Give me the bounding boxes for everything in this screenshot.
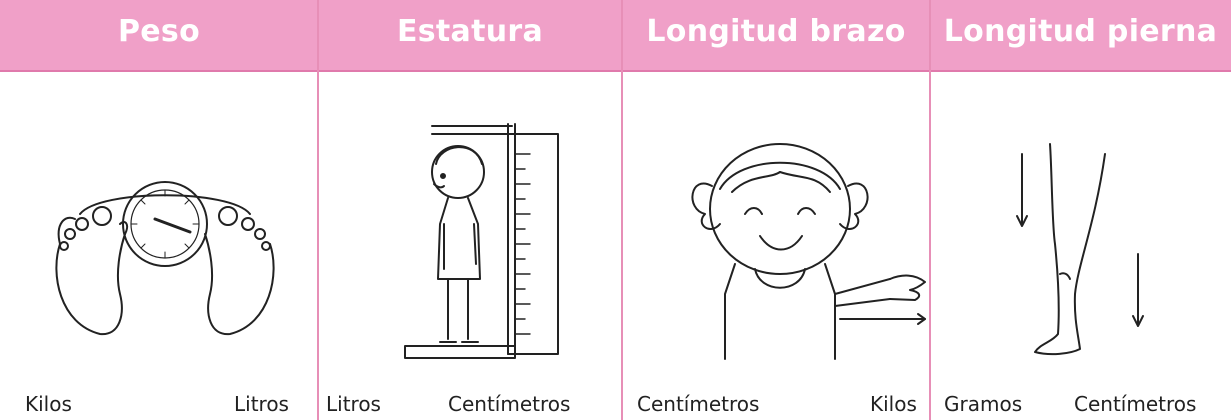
header-longitud-brazo: Longitud brazo <box>646 13 906 49</box>
option-litros[interactable]: Litros <box>326 392 381 416</box>
leg-length-illustration <box>980 74 1200 374</box>
header-peso: Peso <box>117 13 200 49</box>
option-kilos[interactable]: Kilos <box>870 392 917 416</box>
header-longitud-pierna: Longitud pierna <box>943 13 1218 49</box>
girl-arm-length-illustration <box>640 74 930 374</box>
option-gramos[interactable]: Gramos <box>944 392 1023 416</box>
header-estatura: Estatura <box>396 13 544 49</box>
option-litros[interactable]: Litros <box>234 392 289 416</box>
option-centimetros[interactable]: Centímetros <box>1074 392 1197 416</box>
option-centimetros[interactable]: Centímetros <box>637 392 760 416</box>
column-divider <box>621 0 623 420</box>
option-kilos[interactable]: Kilos <box>25 392 72 416</box>
feet-on-scale-illustration <box>20 74 310 374</box>
column-divider <box>929 0 931 420</box>
option-centimetros[interactable]: Centímetros <box>448 392 571 416</box>
child-height-measure-illustration <box>340 74 610 374</box>
column-divider <box>317 0 319 420</box>
header-row <box>0 0 1231 72</box>
